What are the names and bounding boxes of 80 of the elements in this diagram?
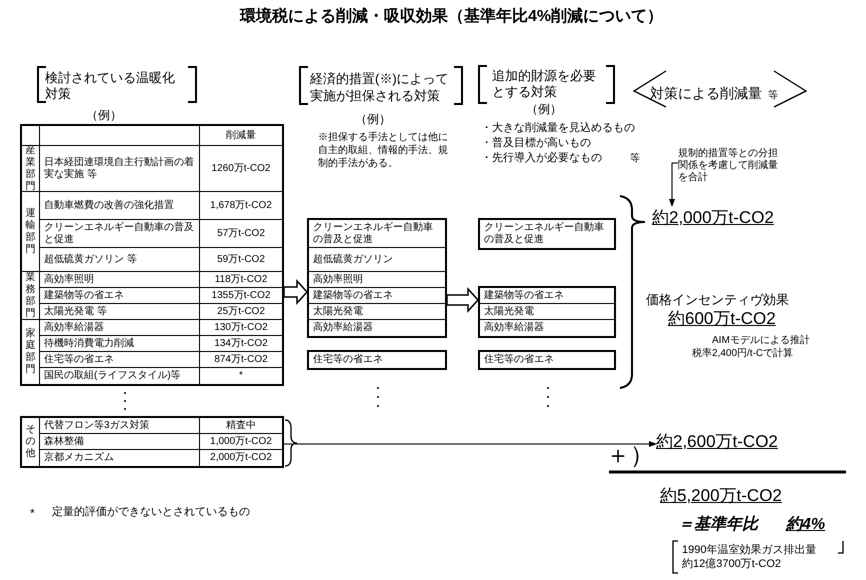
example-note: （例）: [526, 101, 562, 118]
measure-cell: 代替フロン等3ガス対策: [40, 418, 200, 434]
measure-cell: 超低硫黄ガソリン 等: [40, 248, 200, 272]
ratio-label: ＝基準年比: [678, 514, 758, 535]
example-note: （例）: [86, 107, 122, 124]
group-box: [307, 218, 447, 338]
block-arrow: [283, 279, 308, 305]
sector-label: その他: [22, 418, 40, 466]
diagram-title: 環境税による削減・吸収効果（基準年比4%削減について）: [240, 6, 664, 27]
effect-label: 価格インセンティヴ効果: [646, 291, 789, 309]
amount-cell: 59万t-CO2: [200, 248, 282, 272]
baseline-note: 約12億3700万t-CO2: [682, 556, 782, 572]
group-box: [478, 286, 616, 338]
suffix-text: 等: [630, 152, 640, 166]
reduction-table: [20, 124, 284, 386]
sector-label: 家庭部門: [22, 320, 40, 384]
amount-cell-text: *: [238, 369, 244, 383]
arrow: [669, 162, 678, 207]
bullet-item: ・先行導入が必要なもの: [481, 150, 602, 166]
estimate-note: AIMモデルによる推計: [712, 334, 810, 348]
block-arrow: [446, 287, 480, 313]
measure-row: 太陽光発電: [309, 304, 445, 320]
amount-cell-text: 2,000万t-CO2: [209, 451, 273, 465]
measure-box: 住宅等の省エネ: [478, 350, 616, 370]
bullet-item: ・大きな削減量を見込めるもの: [481, 121, 635, 136]
sector-label: 業務部門: [22, 272, 40, 320]
other-measures-table: [20, 416, 284, 468]
measure-cell: 太陽光発電 等: [40, 304, 200, 320]
measure-cell: 国民の取組(ライフスタイル)等: [40, 368, 200, 384]
footnote-text: 定量的評価ができないとされているもの: [52, 504, 250, 520]
amount-cell: 57万t-CO2: [200, 220, 282, 248]
column-header: 削減量: [200, 126, 282, 146]
suffix-text: 等: [768, 89, 778, 103]
amount-cell: 134万t-CO2: [200, 336, 282, 352]
estimate-note: 税率2,400円/t-Cで計算: [692, 346, 794, 361]
measure-row: 建築物等の省エネ: [480, 288, 614, 304]
arrow: [284, 441, 657, 447]
amount-cell: 1355万t-CO2: [200, 288, 282, 304]
amount-cell: 精査中: [200, 418, 282, 434]
example-note: （例）: [355, 111, 391, 128]
plus-sign: ＋）: [606, 444, 654, 468]
measure-row: 太陽光発電: [480, 304, 614, 320]
measure-row: 高効率照明: [309, 272, 445, 288]
asterisk-mark: *: [30, 505, 35, 522]
note-text: 規制的措置等との分担関係を考慮して削減量を合計: [678, 148, 778, 188]
measure-row: 高効率給湯器: [309, 320, 445, 336]
measure-cell: 森林整備: [40, 434, 200, 450]
measure-cell: 住宅等の省エネ: [40, 352, 200, 368]
section-heading: 追加的財源を必要とする対策: [492, 68, 597, 100]
measure-row: クリーンエネルギー自動車の普及と促進: [309, 220, 445, 248]
measure-cell: クリーンエネルギー自動車の普及と促進: [40, 220, 200, 248]
amount-cell: 1,000万t-CO2: [200, 434, 282, 450]
section-heading: 対策による削減量: [650, 84, 762, 103]
footnote-text: ※担保する手法としては他に自主的取組、情報的手法、規制的手法がある。: [318, 131, 449, 170]
measure-cell: 自動車燃費の改善の強化措置: [40, 192, 200, 220]
section-heading: 経済的措置(※)によって実施が担保される対策: [310, 70, 450, 104]
measure-row: 高効率給湯器: [480, 320, 614, 336]
amount-value: 約600万t-CO2: [668, 308, 776, 330]
section-heading: 検討されている温暖化対策: [45, 70, 176, 102]
sector-label: 運輸部門: [22, 192, 40, 272]
measure-box: 住宅等の省エネ: [307, 350, 447, 370]
measure-cell: 待機時消費電力削減: [40, 336, 200, 352]
measure-cell: 高効率照明: [40, 272, 200, 288]
measure-row: 建築物等の省エネ: [309, 288, 445, 304]
amount-cell: 1,678万t-CO2: [200, 192, 282, 220]
amount-cell: 118万t-CO2: [200, 272, 282, 288]
amount-cell: 130万t-CO2: [200, 320, 282, 336]
amount-cell: 1260万t-CO2: [200, 146, 282, 192]
amount-cell: 874万t-CO2: [200, 352, 282, 368]
measure-cell: 京都メカニズム: [40, 450, 200, 466]
measure-row: 超低硫黄ガソリン: [309, 248, 445, 272]
measure-box: クリーンエネルギー自動車の普及と促進: [478, 218, 616, 250]
measure-cell: 日本経団連環境自主行動計画の着実な実施 等: [40, 146, 200, 192]
measure-cell: 建築物等の省エネ: [40, 288, 200, 304]
ratio-value: 約4%: [786, 515, 826, 535]
total-value: 約5,200万t-CO2: [660, 485, 782, 507]
bullet-item: ・普及目標が高いもの: [481, 136, 591, 151]
amount-cell: 25万t-CO2: [200, 304, 282, 320]
baseline-note: 1990年温室効果ガス排出量: [682, 542, 816, 558]
measure-cell: 高効率給湯器: [40, 320, 200, 336]
